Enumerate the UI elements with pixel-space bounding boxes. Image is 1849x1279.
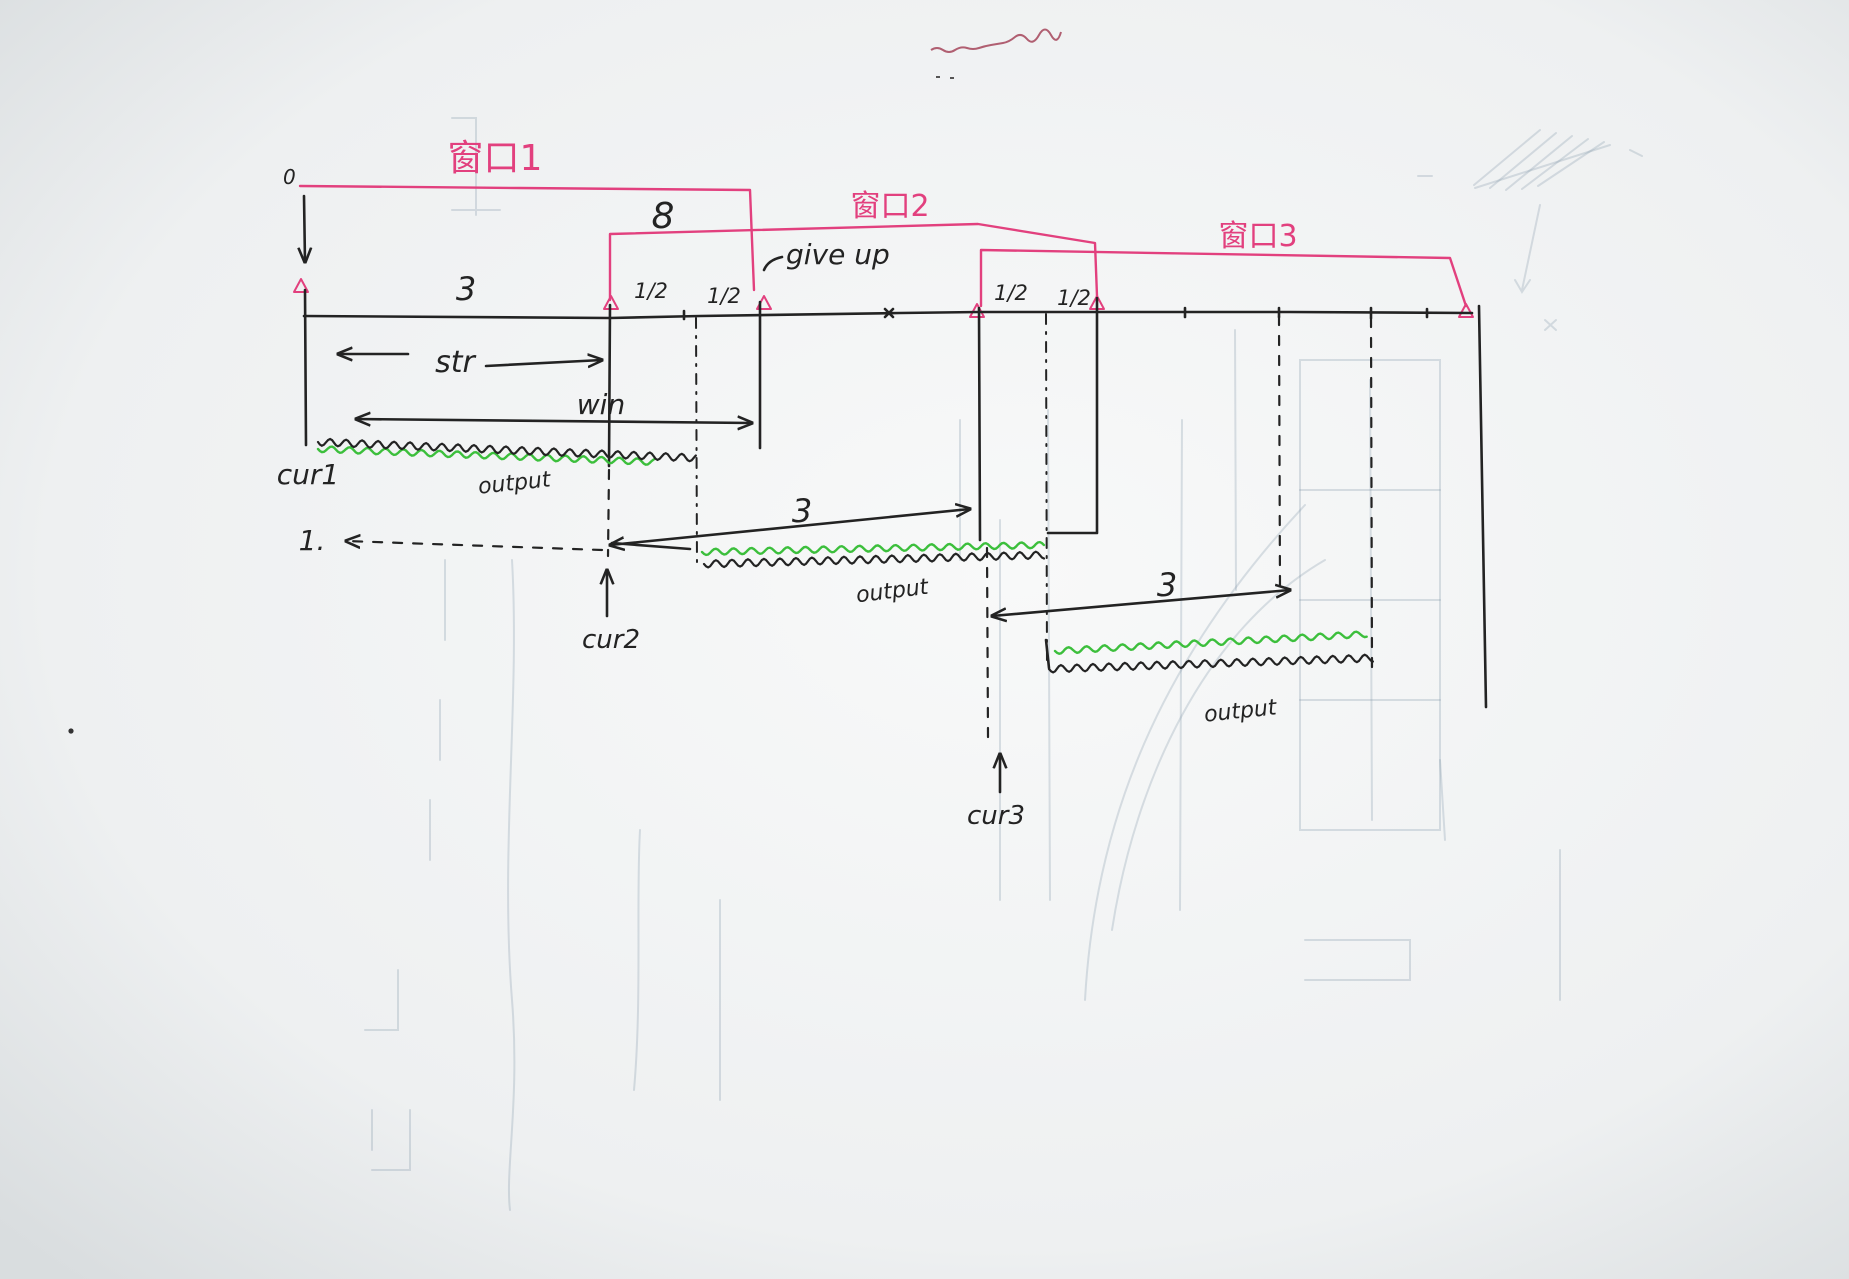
cursor-3-label: cur3 [967, 801, 1025, 831]
win-label: win [577, 388, 625, 421]
half-label: 1/2 [707, 284, 741, 308]
gap-label-top: 3 [456, 270, 476, 308]
cursor-1-label: cur1 [277, 458, 339, 491]
gap-2-label: 3 [792, 492, 812, 530]
str-label: str [435, 345, 476, 380]
half-label: 1/2 [994, 281, 1028, 305]
window-length-label: 8 [652, 196, 675, 237]
half-label: 1/2 [1057, 286, 1091, 310]
window-3-label: 窗口3 [1218, 219, 1297, 254]
cursor-2-label: cur2 [582, 625, 640, 655]
stray-dot [68, 728, 73, 733]
origin-down-arrow [304, 196, 305, 262]
step-label: 1. [299, 524, 326, 557]
gap-3-label: 3 [1157, 566, 1177, 604]
guide-start [305, 290, 306, 445]
give-up-label: give up [786, 238, 890, 271]
half-label: 1/2 [634, 279, 668, 303]
window-2-label: 窗口2 [850, 189, 929, 224]
guide-cur3 [979, 308, 980, 540]
window-1-label: 窗口1 [448, 138, 543, 179]
guide-cur2 [609, 305, 610, 466]
origin-label: 0 [283, 165, 296, 189]
